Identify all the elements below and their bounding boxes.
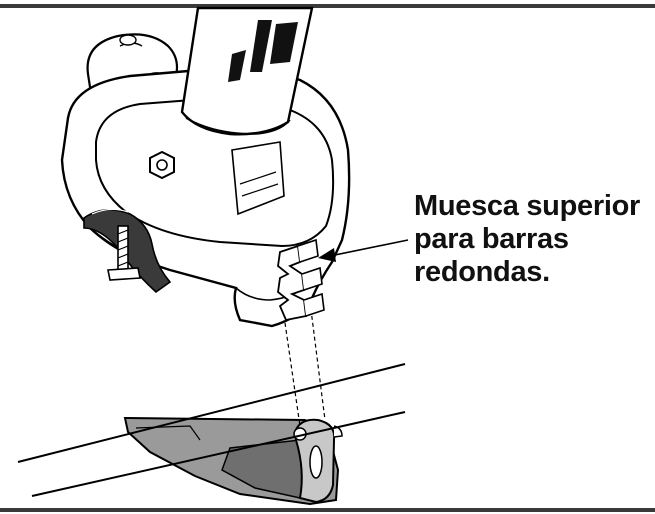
- bottom-rule: [0, 508, 655, 512]
- callout-line-2: para barras: [414, 223, 569, 255]
- callout-label: Muesca superior para barras redondas.: [414, 190, 650, 289]
- callout-line-1: Muesca superior: [414, 190, 640, 222]
- top-rule: [0, 4, 655, 8]
- upright-arm: [180, 6, 314, 216]
- arrow-icon: [318, 239, 409, 262]
- round-crossbar: [17, 363, 406, 497]
- upper-notch: [277, 238, 325, 322]
- clamp-screw-icon: [83, 208, 172, 294]
- wheel-tray-base: [123, 416, 343, 506]
- bolt-icon: [149, 150, 175, 180]
- callout-line-3: redondas.: [414, 256, 550, 288]
- alignment-guides: [283, 301, 326, 427]
